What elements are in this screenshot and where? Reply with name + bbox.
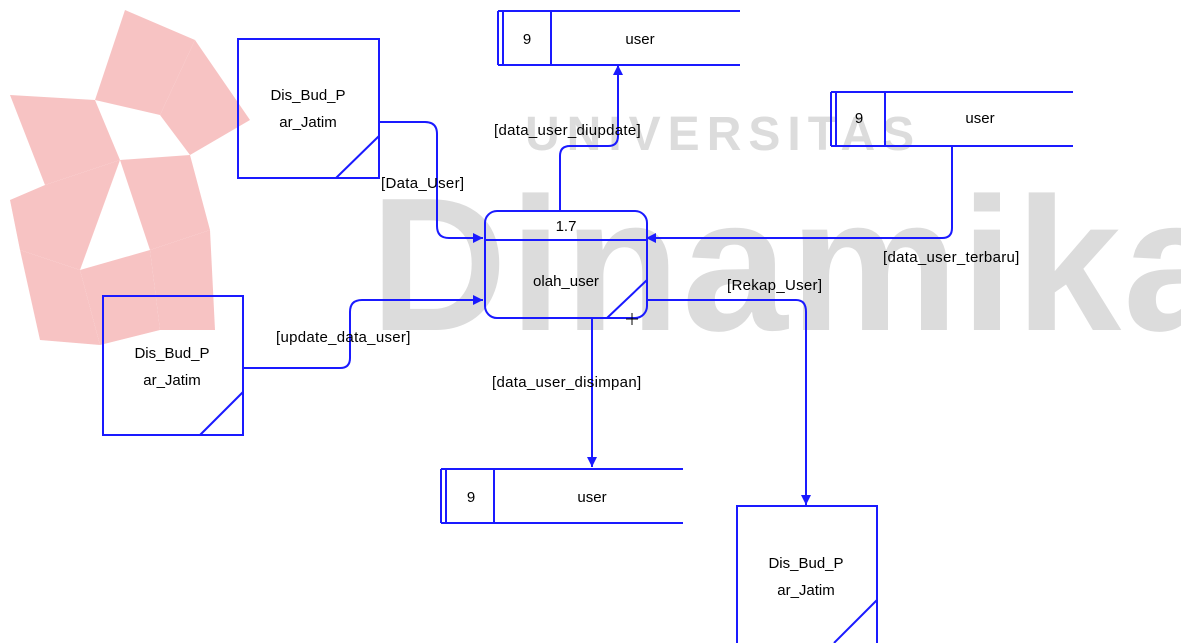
flow-update-data-user (243, 295, 483, 369)
flow-label-rekap-user: [Rekap_User] (727, 277, 822, 294)
store-name: user (625, 31, 654, 48)
process-corner-mark (606, 279, 648, 319)
entity-middle-left[interactable]: Dis_Bud_P ar_Jatim (102, 295, 244, 436)
flow-label-data-user-diupdate: [data_user_diupdate] (494, 122, 641, 139)
store-bottom[interactable]: 9 user (440, 468, 683, 524)
flow-lines (243, 65, 953, 505)
flow-data-user (378, 121, 483, 243)
watermark-star-icon (10, 10, 250, 345)
process-name: olah_user (533, 273, 599, 290)
entity-label-line2: ar_Jatim (279, 114, 337, 131)
process-box (484, 210, 648, 319)
entity-bottom-right[interactable]: Dis_Bud_P ar_Jatim (736, 505, 878, 643)
flow-label-data-user-terbaru: [data_user_terbaru] (883, 249, 1020, 266)
entity-label-line1: Dis_Bud_P (270, 87, 345, 104)
flow-data-user-terbaru (646, 147, 953, 243)
entity-box (237, 38, 380, 179)
entity-label-line1: Dis_Bud_P (134, 345, 209, 362)
watermark-university-text: UNIVERSITAS (525, 108, 921, 161)
store-top[interactable]: 9 user (497, 10, 740, 66)
store-id: 9 (467, 489, 475, 506)
entity-corner-mark (199, 391, 244, 436)
store-id: 9 (855, 110, 863, 127)
entity-corner-mark (833, 599, 878, 643)
entity-box (102, 295, 244, 436)
store-name: user (965, 110, 994, 127)
flow-labels: [Data_User] [update_data_user] [data_use… (276, 122, 1020, 391)
entity-top-left[interactable]: Dis_Bud_P ar_Jatim (237, 38, 380, 179)
entity-box (736, 505, 878, 643)
entity-label-line2: ar_Jatim (777, 582, 835, 599)
flow-data-user-diupdate (559, 65, 623, 211)
flow-label-data-user-disimpan: [data_user_disimpan] (492, 374, 641, 391)
entity-label-line2: ar_Jatim (143, 372, 201, 389)
entity-label-line1: Dis_Bud_P (768, 555, 843, 572)
store-id: 9 (523, 31, 531, 48)
flow-label-update-data-user: [update_data_user] (276, 329, 411, 346)
process-number: 1.7 (556, 218, 577, 235)
process-olah-user[interactable]: 1.7 olah_user (484, 210, 648, 325)
cursor-cross-icon (626, 313, 638, 325)
flow-rekap-user (646, 299, 811, 505)
watermark-logo: UNIVERSITAS Dinamika (10, 10, 1181, 371)
watermark-name-text: Dinamika (370, 159, 1181, 371)
store-name: user (577, 489, 606, 506)
store-right[interactable]: 9 user (830, 91, 1073, 147)
entity-corner-mark (335, 135, 380, 179)
flow-label-data-user: [Data_User] (381, 175, 464, 192)
